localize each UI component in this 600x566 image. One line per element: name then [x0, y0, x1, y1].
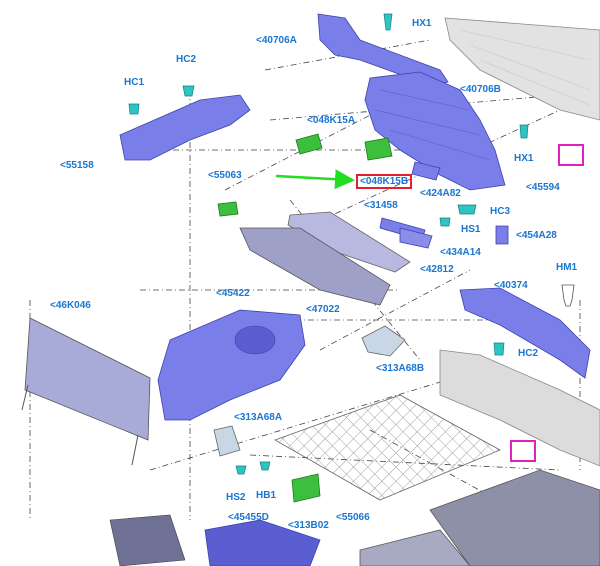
- label-454a28: <454A28: [516, 230, 557, 241]
- part-313a68a: [213, 425, 241, 457]
- label-47022: <47022: [306, 304, 340, 315]
- floor-mat-right: [429, 469, 600, 566]
- label-313b02: <313B02: [288, 520, 329, 531]
- label-434a14: <434A14: [440, 247, 481, 258]
- part-048k15b: [364, 137, 393, 161]
- label-hx1-right: HX1: [514, 153, 534, 164]
- part-313b02: [291, 473, 321, 503]
- pointer-arrow: [275, 169, 355, 190]
- part-313a68b: [361, 325, 406, 357]
- view-callout-bottom[interactable]: [510, 440, 536, 462]
- floor-panel-bottom: [359, 529, 471, 566]
- part-45455d: [204, 519, 321, 566]
- label-hm1: HM1: [556, 262, 578, 273]
- label-40706b: <40706B: [460, 84, 501, 95]
- label-hs2: HS2: [226, 492, 246, 503]
- part-424a82: [411, 161, 441, 181]
- part-454a28: [495, 225, 509, 245]
- part-46k046: [24, 317, 151, 441]
- part-40706b: [364, 71, 506, 191]
- label-hx1-top: HX1: [412, 18, 432, 29]
- pushpin-hm1: [561, 284, 575, 307]
- label-hc2-right: HC2: [518, 348, 539, 359]
- label-048k15a: <048K15A: [307, 115, 356, 126]
- label-46k046: <46K046: [50, 300, 91, 311]
- label-hb1: HB1: [256, 490, 277, 501]
- label-45455d: <45455D: [228, 512, 269, 523]
- label-313a68a: <313A68A: [234, 412, 283, 423]
- label-55063: <55063: [208, 170, 242, 181]
- label-hc2-top: HC2: [176, 54, 197, 65]
- part-40374: [459, 287, 591, 379]
- clips: [128, 13, 529, 475]
- label-40706a: <40706A: [256, 35, 297, 46]
- part-45422: [157, 309, 306, 421]
- label-313a68b: <313A68B: [376, 363, 425, 374]
- label-45422: <45422: [216, 288, 250, 299]
- part-42812: [287, 211, 411, 273]
- part-55063: [217, 201, 239, 217]
- label-55158: <55158: [60, 160, 94, 171]
- part-55158: [119, 94, 251, 161]
- label-hs1: HS1: [461, 224, 481, 235]
- label-424a82: <424A82: [420, 188, 461, 199]
- part-434a14: [399, 227, 433, 249]
- rear-panel-lower: [439, 349, 600, 467]
- rear-panel-top: [444, 17, 600, 121]
- label-55066: <55066: [336, 512, 370, 523]
- label-31458: <31458: [364, 200, 398, 211]
- label-42812: <42812: [420, 264, 454, 275]
- part-47022: [239, 227, 391, 306]
- label-hc1: HC1: [124, 77, 145, 88]
- part-048k15a: [295, 133, 323, 155]
- floor-mat-left: [109, 514, 186, 566]
- part-55066: [274, 394, 501, 501]
- label-45594: <45594: [526, 182, 560, 193]
- view-callout-top[interactable]: [558, 144, 584, 166]
- label-hc3: HC3: [490, 206, 511, 217]
- label-048k15b-highlighted[interactable]: <048K15B: [356, 174, 413, 189]
- label-40374: <40374: [494, 280, 528, 291]
